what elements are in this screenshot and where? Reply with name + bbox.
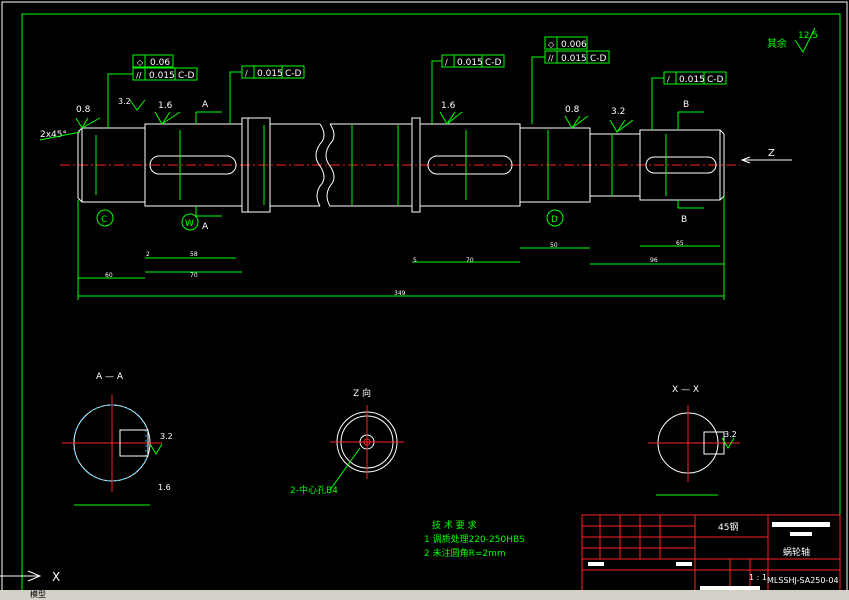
- roughness-symbols: 0.8 1.6 1.6 0.8 3.2 3.2: [75, 97, 634, 133]
- svg-text:60: 60: [105, 272, 113, 279]
- svg-text:0.015: 0.015: [679, 75, 705, 85]
- svg-text:0.8: 0.8: [565, 105, 580, 115]
- svg-text:Z: Z: [768, 148, 775, 159]
- surface-finish-global: 12.5: [798, 31, 818, 41]
- view-z: Z 向 2-中心孔B4: [290, 387, 404, 496]
- svg-text:0.015: 0.015: [561, 54, 587, 64]
- tolerance-frames: ◇ 0.06 // 0.015 C-D / 0.015 C-D / 0.015 …: [107, 36, 727, 130]
- svg-text:C-D: C-D: [485, 58, 502, 68]
- center-hole-note: 2-中心孔B4: [290, 484, 338, 496]
- svg-text:3.2: 3.2: [611, 107, 625, 117]
- svg-text:0.015: 0.015: [257, 69, 283, 79]
- svg-text:/: /: [245, 69, 248, 78]
- section-view-xx: X — X 3.2: [648, 385, 740, 496]
- svg-text:0.015: 0.015: [149, 71, 175, 81]
- chamfer-note: 2x45°: [40, 130, 67, 140]
- svg-text:A: A: [202, 100, 209, 110]
- svg-text:2 未注圆角R=2mm: 2 未注圆角R=2mm: [424, 547, 506, 559]
- svg-text:58: 58: [190, 251, 198, 258]
- svg-text:5: 5: [413, 257, 417, 264]
- svg-text:0.015: 0.015: [457, 58, 483, 68]
- surface-finish-label: 其余: [767, 37, 787, 50]
- svg-text:349: 349: [394, 290, 406, 297]
- svg-text:C-D: C-D: [590, 54, 607, 64]
- svg-text:B: B: [681, 215, 687, 225]
- svg-text:C-D: C-D: [707, 75, 724, 85]
- svg-text:50: 50: [550, 242, 558, 249]
- tab-model[interactable]: 模型: [30, 590, 46, 599]
- technical-requirements: 技 术 要 求 1 调质处理220-250HBS 2 未注圆角R=2mm: [424, 519, 525, 559]
- svg-text:◇: ◇: [548, 40, 555, 49]
- svg-text:70: 70: [190, 272, 198, 279]
- svg-text:0.8: 0.8: [76, 105, 91, 115]
- svg-text:技 术 要 求: 技 术 要 求: [432, 519, 477, 531]
- shaft-main-view: [60, 117, 740, 213]
- svg-text:1 调质处理220-250HBS: 1 调质处理220-250HBS: [424, 533, 525, 545]
- svg-text:/: /: [445, 58, 448, 67]
- svg-text:D: D: [551, 215, 558, 225]
- ucs-icon: X: [0, 570, 60, 584]
- svg-text:1.6: 1.6: [158, 483, 171, 492]
- svg-text:0.006: 0.006: [561, 40, 587, 50]
- dimension-lines: 60 70 2 58 5 70 50 65 96 349: [77, 196, 725, 300]
- part-name: 蜗轮轴: [783, 546, 810, 558]
- svg-text:65: 65: [676, 240, 684, 247]
- svg-text:C-D: C-D: [285, 69, 302, 79]
- datum-markers: C W D: [96, 209, 564, 231]
- svg-text:Z 向: Z 向: [353, 387, 371, 399]
- svg-text:B: B: [683, 100, 689, 110]
- layout-tabs-bar: 模型: [0, 590, 849, 600]
- svg-text:3.2: 3.2: [724, 430, 737, 439]
- svg-text:3.2: 3.2: [160, 432, 173, 441]
- svg-text://: //: [548, 54, 554, 63]
- svg-text:0.06: 0.06: [150, 58, 170, 68]
- svg-text:A — A: A — A: [96, 372, 124, 382]
- title-block: 45钢 蜗轮轴 1 : 1 MLSSHJ-SA250-04: [581, 514, 841, 595]
- svg-text:C-D: C-D: [178, 71, 195, 81]
- svg-text:2: 2: [146, 251, 150, 258]
- svg-text:70: 70: [466, 257, 474, 264]
- section-view-aa: A — A 3.2 1.6: [62, 372, 173, 506]
- svg-text:W: W: [185, 219, 194, 229]
- section-markers: A A B B Z: [195, 100, 792, 232]
- material: 45钢: [718, 521, 738, 533]
- svg-text:/: /: [667, 75, 670, 84]
- svg-text:A: A: [202, 222, 209, 232]
- svg-text://: //: [136, 71, 142, 80]
- svg-text:X: X: [52, 570, 60, 584]
- svg-text:X — X: X — X: [672, 385, 699, 395]
- svg-text:◇: ◇: [137, 58, 144, 67]
- svg-text:1.6: 1.6: [441, 101, 456, 111]
- svg-text:96: 96: [650, 257, 658, 264]
- svg-text:3.2: 3.2: [118, 97, 131, 106]
- drawing-number: MLSSHJ-SA250-04: [767, 576, 839, 585]
- svg-text:1.6: 1.6: [158, 101, 173, 111]
- scale: 1 : 1: [749, 573, 767, 582]
- svg-text:C: C: [101, 215, 107, 225]
